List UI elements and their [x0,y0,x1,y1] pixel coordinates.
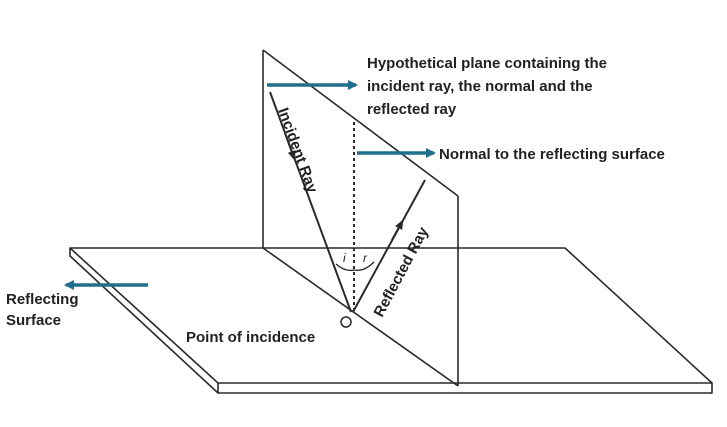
normal-label: Normal to the reflecting surface [439,146,665,163]
incident-ray-label: Incident Ray [274,106,321,196]
incident-ray-arrow [284,132,296,161]
reflecting-surface [69,247,713,394]
plane-label-line1: Hypothetical plane containing the [367,55,607,72]
plane-label-line3: reflected ray [367,101,457,118]
surface-label-line2: Surface [6,312,61,329]
angle-i-arc [335,263,355,272]
point-of-incidence-marker [340,316,352,328]
point-of-incidence-label: Point of incidence [186,329,315,346]
angle-r-arc [353,261,375,272]
hypothetical-plane [262,49,459,387]
plane-label-line2: incident ray, the normal and the [367,78,593,95]
surface-label-line1: Reflecting [6,291,79,308]
reflected-ray [352,179,426,313]
reflected-ray-arrow [391,219,404,241]
angle-i-label: i [343,251,346,265]
incident-ray [269,91,352,313]
angle-r-label: r [363,251,368,265]
